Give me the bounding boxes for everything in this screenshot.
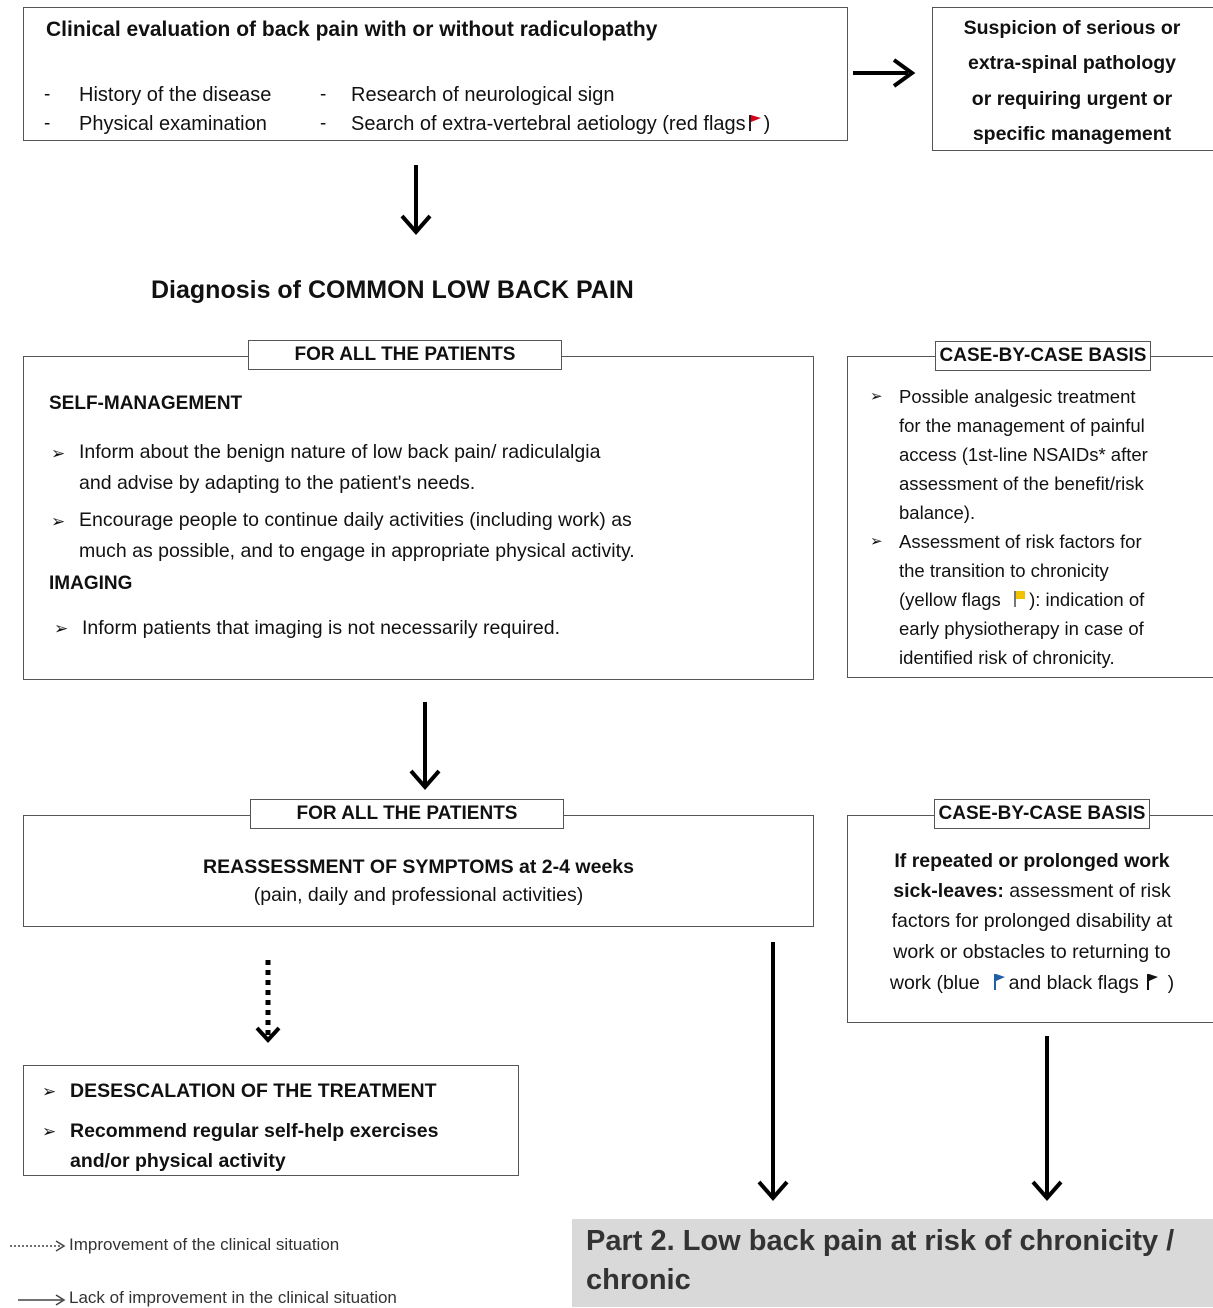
case2-line-5b: and black flags	[1008, 972, 1139, 994]
self-management-heading: SELF-MANAGEMENT	[49, 393, 243, 414]
legend-solid-line	[18, 1294, 66, 1306]
evaluation-dash-2: -	[44, 113, 51, 134]
blue-flag-icon	[993, 974, 1005, 990]
clinical-evaluation-box: Clinical evaluation of back pain with or…	[23, 7, 848, 141]
evaluation-title: Clinical evaluation of back pain with or…	[46, 18, 658, 41]
bullet-arrow-icon: ➢	[870, 533, 883, 550]
case2-line-4: work or obstacles to returning to	[893, 941, 1171, 963]
case1-b2-line-2: the transition to chronicity	[899, 560, 1109, 581]
legend-dotted-line	[10, 1240, 66, 1252]
case-by-case-tag-1: CASE-BY-CASE BASIS	[935, 341, 1151, 371]
evaluation-dash-4: -	[320, 113, 327, 134]
case1-b1-line-4: assessment of the benefit/risk	[899, 473, 1144, 494]
all-patients-box-1: SELF-MANAGEMENT ➢ Inform about the benig…	[23, 356, 814, 680]
evaluation-dash-1: -	[44, 84, 51, 105]
legend-dotted-label: Improvement of the clinical situation	[69, 1235, 340, 1254]
evaluation-dash-3: -	[320, 84, 327, 105]
bullet-arrow-icon: ➢	[54, 619, 69, 638]
arrow-to-diagnosis	[400, 165, 432, 236]
sick-leaves-label: sick-leaves:	[893, 880, 1004, 902]
all-patients-tag-1: FOR ALL THE PATIENTS	[248, 340, 562, 370]
case2-line-3: factors for prolonged disability at	[891, 910, 1173, 932]
part2-line-1: Part 2. Low back pain at risk of chronic…	[586, 1225, 1175, 1257]
case1-b1-line-2: for the management of painful	[899, 415, 1145, 436]
deescalation-bullet-1: DESESCALATION OF THE TREATMENT	[70, 1080, 437, 1102]
legend-solid-label: Lack of improvement in the clinical situ…	[69, 1288, 397, 1307]
bullet-1-line-2: and advise by adapting to the patient's …	[79, 472, 476, 494]
evaluation-item-neurological: Research of neurological sign	[351, 84, 615, 106]
case1-b1-line-1: Possible analgesic treatment	[899, 386, 1136, 407]
evaluation-item-physical: Physical examination	[79, 113, 267, 135]
bullet-arrow-icon: ➢	[42, 1082, 57, 1101]
bullet-arrow-icon: ➢	[51, 444, 66, 463]
bullet-arrow-icon: ➢	[42, 1122, 57, 1141]
part2-box: Part 2. Low back pain at risk of chronic…	[572, 1219, 1213, 1307]
case2-line-5: work (blue and black flags )	[848, 972, 1213, 995]
diagnosis-title: Diagnosis of COMMON LOW BACK PAIN	[151, 276, 634, 304]
case2-line-2-rest: assessment of risk	[1003, 880, 1171, 902]
bullet-arrow-icon: ➢	[51, 512, 66, 531]
bullet-arrow-icon: ➢	[870, 388, 883, 405]
imaging-heading: IMAGING	[49, 573, 133, 594]
reassessment-line-2: (pain, daily and professional activities…	[253, 884, 584, 906]
deescalation-bullet-2: Recommend regular self-help exercises	[70, 1120, 439, 1142]
arrow-to-suspicion	[853, 58, 916, 88]
evaluation-item-history: History of the disease	[79, 84, 272, 106]
extravertebral-tail: )	[763, 113, 771, 135]
red-flag-icon	[748, 115, 761, 131]
extravertebral-text: Search of extra-vertebral aetiology (red…	[351, 113, 746, 135]
bullet-2-line-2: much as possible, and to engage in appro…	[79, 540, 635, 562]
case-by-case-tag-2: CASE-BY-CASE BASIS	[934, 799, 1150, 829]
suspicion-line-4: specific management	[972, 123, 1172, 145]
imaging-bullet: Inform patients that imaging is not nece…	[82, 617, 560, 639]
case-by-case-box-2: If repeated or prolonged work sick-leave…	[847, 815, 1213, 1023]
yellow-flags-tail: ): indication of	[1029, 589, 1145, 610]
part2-line-2: chronic	[586, 1264, 691, 1296]
deescalation-bullet-2-cont: and/or physical activity	[70, 1150, 286, 1172]
case1-bullet-2: Assessment of risk factors for the trans…	[899, 527, 1144, 672]
case1-b2-line-3: (yellow flags ): indication of	[899, 585, 1144, 614]
yellow-flag-icon	[1014, 591, 1026, 607]
bullet-2-line-1: Encourage people to continue daily activ…	[79, 509, 632, 531]
case1-b2-line-4: early physiotherapy in case of	[899, 618, 1144, 639]
case1-bullet-1: Possible analgesic treatment for the man…	[899, 382, 1148, 527]
case2-line-2: sick-leaves: assessment of risk	[848, 880, 1213, 903]
suspicion-line-2: extra-spinal pathology	[967, 52, 1177, 74]
case1-b2-line-1: Assessment of risk factors for	[899, 531, 1142, 552]
suspicion-box: Suspicion of serious or extra-spinal pat…	[932, 7, 1213, 151]
dotted-arrow-to-deescalation	[255, 960, 281, 1043]
arrow-to-part2-middle	[757, 942, 789, 1202]
reassessment-line-1: REASSESSMENT OF SYMPTOMS at 2-4 weeks	[203, 856, 634, 878]
case2-line-5a: work (blue	[889, 972, 980, 994]
case1-b1-line-3: access (1st-line NSAIDs* after	[899, 444, 1148, 465]
evaluation-item-extravertebral: Search of extra-vertebral aetiology (red…	[351, 113, 770, 136]
case2-line-5c: )	[1167, 972, 1175, 994]
bullet-1-line-1: Inform about the benign nature of low ba…	[79, 441, 601, 463]
case1-b1-line-5: balance).	[899, 502, 976, 523]
arrow-to-part2-right	[1031, 1036, 1063, 1202]
yellow-flags-text: (yellow flags	[899, 589, 1001, 610]
all-patients-tag-2: FOR ALL THE PATIENTS	[250, 799, 564, 829]
case1-b2-line-5: identified risk of chronicity.	[899, 647, 1115, 668]
deescalation-box: ➢ DESESCALATION OF THE TREATMENT ➢ Recom…	[23, 1065, 519, 1176]
suspicion-line-3: or requiring urgent or	[971, 88, 1173, 110]
arrow-to-reassessment	[409, 702, 441, 791]
suspicion-line-1: Suspicion of serious or	[963, 17, 1181, 39]
self-management-bullet-2: Encourage people to continue daily activ…	[79, 505, 635, 567]
case2-line-1: If repeated or prolonged work	[894, 850, 1170, 872]
black-flag-icon	[1147, 974, 1159, 990]
all-patients-box-2: REASSESSMENT OF SYMPTOMS at 2-4 weeks (p…	[23, 815, 814, 927]
case-by-case-box-1: ➢ Possible analgesic treatment for the m…	[847, 356, 1213, 678]
self-management-bullet-1: Inform about the benign nature of low ba…	[79, 437, 600, 499]
